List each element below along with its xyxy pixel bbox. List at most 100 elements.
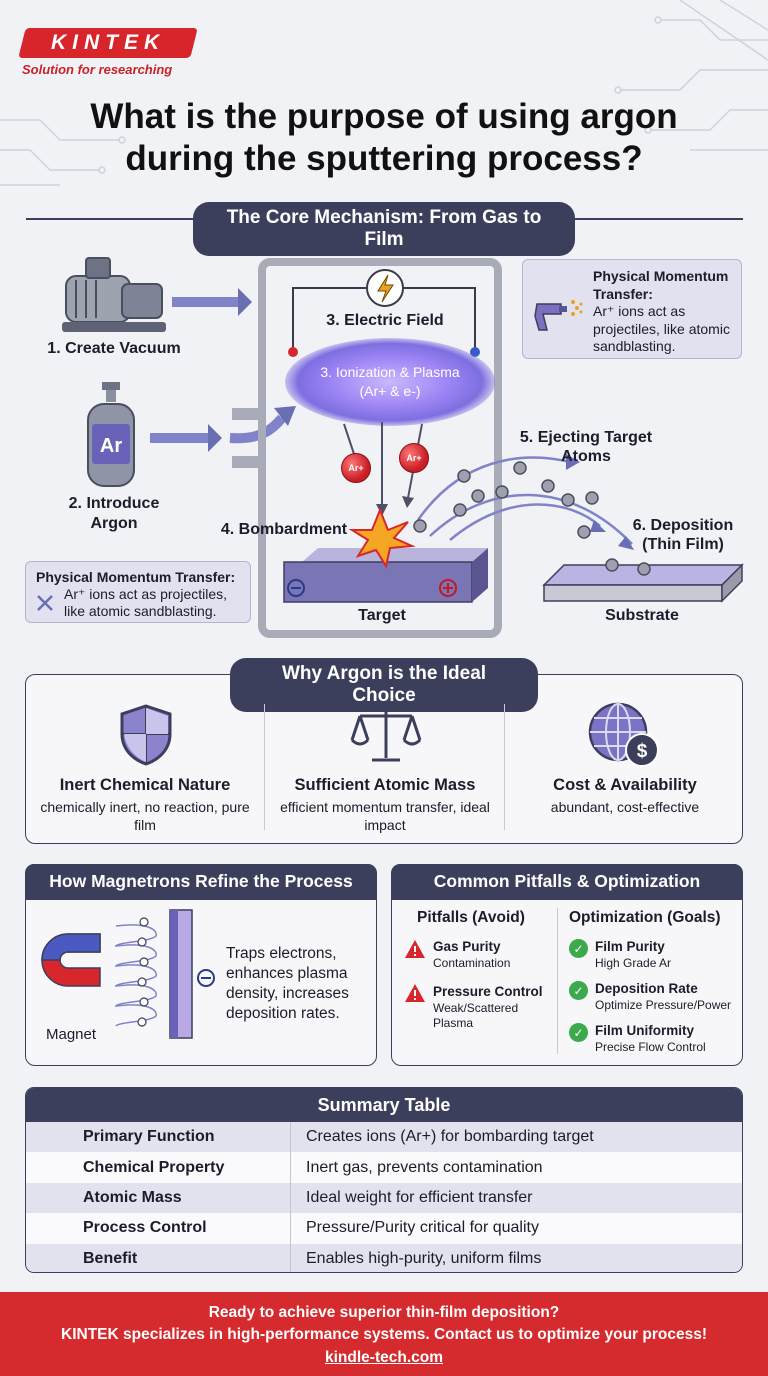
ion-arrows <box>343 422 423 516</box>
table-key: Process Control <box>26 1213 291 1244</box>
kintek-logo[interactable]: KINTEK <box>18 28 198 58</box>
globe-dollar-icon: $ <box>588 702 659 767</box>
ejected-atoms <box>413 454 634 550</box>
magnetron-diagram <box>41 909 215 1039</box>
warning-icon <box>405 984 425 1002</box>
plasma-label: 3. Ionization & Plasma (Ar+ & e-) <box>320 364 460 399</box>
table-key: Benefit <box>26 1243 291 1272</box>
check-icon: ✓ <box>569 939 588 958</box>
choice-desc: abundant, cost-effective <box>550 799 700 815</box>
circuit-decoration <box>0 0 768 186</box>
substrate-block <box>542 558 744 603</box>
pitfalls-subhead: Pitfalls (Avoid) <box>417 909 525 926</box>
sandblaster-icon <box>534 300 583 331</box>
divider-right <box>573 218 743 220</box>
scale-icon <box>350 704 422 762</box>
argon-ion: Ar+ <box>341 453 371 483</box>
momentum-card-right: Physical Momentum Transfer: Ar⁺ ions act… <box>522 259 742 359</box>
table-row: Primary Function Creates ions (Ar+) for … <box>26 1122 742 1153</box>
mechanism-header: The Core Mechanism: From Gas to Film <box>193 202 575 256</box>
why-argon-header: Why Argon is the Ideal Choice <box>230 658 538 712</box>
page-title: What is the purpose of using argon durin… <box>90 97 678 178</box>
lightning-icon <box>377 274 394 303</box>
card-right-text: Ar⁺ ions act as projectiles, like atomic… <box>593 303 730 354</box>
footer-link[interactable]: kindle-tech.com <box>325 1348 443 1366</box>
target-label: Target <box>358 607 406 624</box>
choice-title: Sufficient Atomic Mass <box>294 776 476 794</box>
footer-line2: KINTEK specializes in high-performance s… <box>61 1326 707 1344</box>
electric-field-label: 3. Electric Field <box>326 312 444 329</box>
pitfall-item: Gas Purity Contamination <box>433 939 510 971</box>
plasma-cloud: 3. Ionization & Plasma (Ar+ & e-) <box>285 338 495 426</box>
vacuum-chamber <box>258 258 502 638</box>
pitfall-title: Gas Purity <box>433 939 501 954</box>
cross-icon <box>37 595 53 611</box>
tagline: Solution for researching <box>22 62 173 77</box>
warning-icon <box>405 940 425 958</box>
divider <box>504 704 505 830</box>
footer-line1: Ready to achieve superior thin-film depo… <box>208 1304 560 1321</box>
goal-item: Deposition Rate Optimize Pressure/Power <box>595 981 731 1013</box>
table-value: Creates ions (Ar+) for bombarding target <box>306 1128 594 1146</box>
argon-ion: Ar+ <box>399 443 429 473</box>
table-value: Inert gas, prevents contamination <box>306 1158 543 1176</box>
table-value: Ideal weight for efficient transfer <box>306 1188 533 1206</box>
choice-inert: Inert Chemical Nature chemically inert, … <box>36 776 254 834</box>
svg-text:$: $ <box>637 741 648 762</box>
goal-title: Deposition Rate <box>595 981 698 996</box>
argon-symbol: Ar <box>100 435 122 457</box>
choice-title: Inert Chemical Nature <box>59 776 231 794</box>
magnet-label: Magnet <box>46 1026 97 1043</box>
summary-table-header: Summary Table <box>26 1088 742 1122</box>
momentum-card-left: Physical Momentum Transfer: Ar⁺ ions act… <box>25 561 251 623</box>
step-create-vacuum: 1. Create Vacuum <box>47 340 181 357</box>
card-left-text: Ar⁺ ions act as projectiles, like atomic… <box>64 586 228 619</box>
pitfall-title: Pressure Control <box>433 984 543 999</box>
goal-desc: Precise Flow Control <box>595 1039 706 1054</box>
card-left-title: Physical Momentum Transfer: <box>36 569 236 585</box>
table-row: Chemical Property Inert gas, prevents co… <box>26 1152 742 1183</box>
check-icon: ✓ <box>569 981 588 1000</box>
logo-text: KINTEK <box>50 31 166 54</box>
summary-table: Summary Table Primary Function Creates i… <box>25 1087 743 1273</box>
goal-desc: Optimize Pressure/Power <box>595 997 732 1012</box>
pitfall-item: Pressure Control Weak/Scattered Plasma <box>433 984 551 1031</box>
goal-item: Film Purity High Grade Ar <box>595 939 671 971</box>
card-right-title: Physical Momentum Transfer: <box>593 268 729 302</box>
magnetrons-header: How Magnetrons Refine the Process <box>25 864 377 900</box>
pitfall-desc: Contamination <box>433 955 511 970</box>
optimization-subhead: Optimization (Goals) <box>569 909 721 926</box>
substrate-label: Substrate <box>605 607 679 624</box>
gas-cylinder-icon: Ar <box>87 382 135 487</box>
choice-mass: Sufficient Atomic Mass efficient momentu… <box>272 776 498 834</box>
footer-banner: Ready to achieve superior thin-film depo… <box>0 1292 768 1376</box>
table-key: Chemical Property <box>26 1152 291 1183</box>
table-row: Process Control Pressure/Purity critical… <box>26 1213 742 1244</box>
table-key: Primary Function <box>26 1122 291 1153</box>
table-row: Benefit Enables high-purity, uniform fil… <box>26 1243 742 1272</box>
magnetrons-text: Traps electrons, enhances plasma density… <box>226 945 349 1023</box>
bombardment-label: 4. Bombardment <box>220 521 348 538</box>
table-row: Atomic Mass Ideal weight for efficient t… <box>26 1182 742 1214</box>
divider <box>264 704 265 830</box>
electric-field-circuit <box>288 269 480 357</box>
table-value: Pressure/Purity critical for quality <box>306 1219 539 1237</box>
pitfalls-header: Common Pitfalls & Optimization <box>391 864 743 900</box>
pitfall-desc: Weak/Scattered Plasma <box>433 1000 519 1030</box>
table-body: Primary Function Creates ions (Ar+) for … <box>26 1122 742 1272</box>
divider-left <box>26 218 196 220</box>
check-icon: ✓ <box>569 1023 588 1042</box>
ejecting-label: 5. Ejecting Target Atoms <box>519 429 653 466</box>
table-value: Enables high-purity, uniform films <box>306 1249 542 1267</box>
goal-title: Film Purity <box>595 939 665 954</box>
shield-icon <box>120 704 172 766</box>
choice-title: Cost & Availability <box>553 776 697 794</box>
choice-desc: efficient momentum transfer, ideal impac… <box>280 799 490 834</box>
choice-cost: Cost & Availability abundant, cost-effec… <box>516 776 734 816</box>
deposition-label: 6. Deposition (Thin Film) <box>632 517 734 554</box>
divider <box>557 908 558 1054</box>
step-introduce-argon: 2. Introduce Argon <box>68 495 160 532</box>
goal-item: Film Uniformity Precise Flow Control <box>595 1023 706 1055</box>
impact-burst <box>348 507 416 569</box>
goal-desc: High Grade Ar <box>595 955 672 970</box>
